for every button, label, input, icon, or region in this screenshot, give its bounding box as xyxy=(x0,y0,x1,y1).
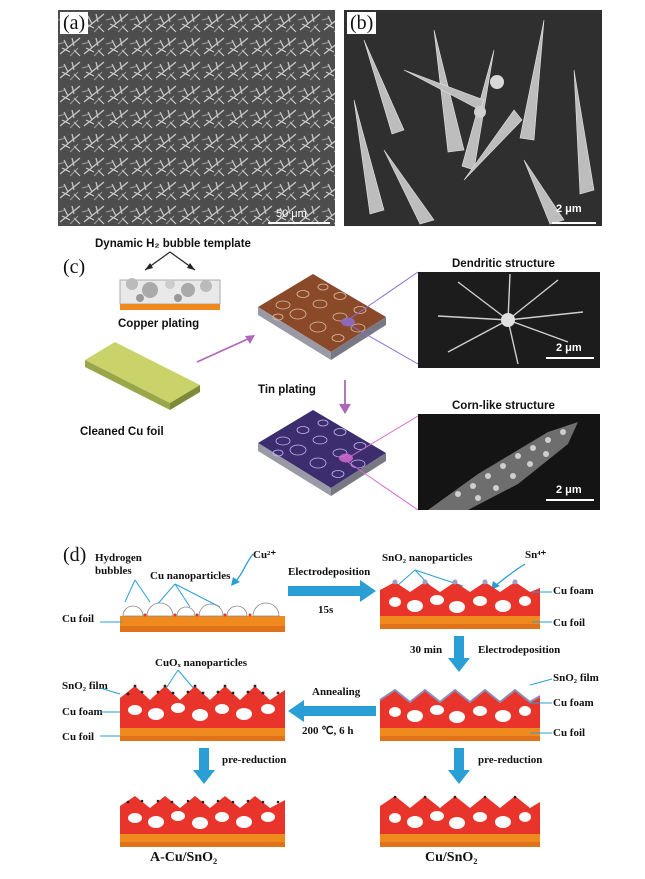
prereduction-label-right: pre-reduction xyxy=(478,754,543,766)
stage1-diagram xyxy=(120,553,285,632)
electrodeposition-label-1: Electrodeposition xyxy=(288,566,371,578)
copper-plating-label: Copper plating xyxy=(118,318,200,330)
stage4-diagram xyxy=(120,669,285,741)
hydrogen-label-2: bubbles xyxy=(95,565,132,577)
final-left-title: A-Cu/SnO₂ xyxy=(150,850,218,865)
arrow-to-copper xyxy=(196,335,255,363)
hydrogen-label-1: Hydrogen xyxy=(95,552,142,564)
arrow-prereduction-right xyxy=(448,748,470,784)
prereduction-label-left: pre-reduction xyxy=(222,754,287,766)
time-30min: 30 min xyxy=(410,644,443,656)
panel-label-b: (b) xyxy=(347,12,377,34)
time-15s: 15s xyxy=(318,604,334,616)
cu-nanoparticles-label: Cu nanoparticles xyxy=(150,570,231,582)
panel-label-d: (d) xyxy=(60,544,90,566)
scale-label-b: 2 μm xyxy=(556,203,582,215)
final-right-title: Cu/SnO₂ xyxy=(425,850,478,865)
panel-label-a: (a) xyxy=(60,12,89,34)
dendritic-title: Dendritic structure xyxy=(452,258,555,270)
stage3-diagram xyxy=(379,688,541,741)
sno2-film-label-l: SnO₂ film xyxy=(62,680,108,692)
sno2-nano-label: SnO₂ nanoparticles xyxy=(382,552,473,564)
cu-foil-label-left-top: Cu foil xyxy=(62,613,95,625)
bubble-template-diagram xyxy=(119,251,221,310)
cornlike-texture xyxy=(428,422,594,510)
scale-dendritic: 2 μm xyxy=(556,342,582,354)
final-left-diagram xyxy=(120,796,285,847)
leader-lines-r1 xyxy=(532,591,552,623)
zoom-lines-top xyxy=(347,271,419,365)
scale-cornlike: 2 μm xyxy=(556,484,582,496)
leader-line-cufoil-1 xyxy=(100,621,122,623)
cu-foil-label-r1: Cu foil xyxy=(553,617,586,629)
tin-plating-arrow xyxy=(339,380,351,414)
stage2-diagram xyxy=(380,563,540,629)
final-right-diagram xyxy=(380,795,540,847)
scale-label-a: 50 μm xyxy=(276,208,307,220)
dendrite-texture-a xyxy=(58,10,335,226)
sem-image-b: 2 μm xyxy=(344,10,602,226)
sem-image-a: 50 μm xyxy=(58,10,335,226)
cu-foil-label-r2: Cu foil xyxy=(553,727,586,739)
cu2plus-label: Cu²⁺ xyxy=(253,549,277,561)
annealing-label: Annealing xyxy=(312,686,361,698)
electrodeposition-label-2: Electrodeposition xyxy=(478,644,561,656)
sn4plus-label: Sn⁴⁺ xyxy=(525,549,547,561)
cleaned-foil-label: Cleaned Cu foil xyxy=(80,426,164,438)
cuox-nano-label: CuOₓ nanoparticles xyxy=(155,657,248,669)
cu-foam-label-r1: Cu foam xyxy=(553,585,594,597)
annealing-conditions: 200 ℃, 6 h xyxy=(302,725,354,737)
dendritic-texture xyxy=(437,273,594,365)
zoom-lines-bottom xyxy=(347,415,419,511)
sem-dendritic: 2 μm xyxy=(418,272,600,368)
tin-coated-foil xyxy=(258,410,386,496)
arrow-electrodeposition-1 xyxy=(288,580,376,602)
tin-plating-label: Tin plating xyxy=(258,384,316,396)
cu-foil-label-l: Cu foil xyxy=(62,731,95,743)
template-title: Dynamic H₂ bubble template xyxy=(95,238,251,250)
arrow-prereduction-left xyxy=(193,748,215,784)
leader-lines-r2 xyxy=(530,678,553,734)
cleaned-foil-diagram xyxy=(85,342,200,410)
cu-foam-label-r2: Cu foam xyxy=(553,697,594,709)
copper-coated-foil xyxy=(258,274,386,360)
cu-foam-label-l: Cu foam xyxy=(62,706,103,718)
leader-lines-l xyxy=(100,687,121,737)
sno2-film-label-r2: SnO₂ film xyxy=(553,672,599,684)
cornlike-title: Corn-like structure xyxy=(452,400,555,412)
arrow-annealing xyxy=(288,700,376,722)
needle-texture-b xyxy=(344,10,602,226)
sem-cornlike: 2 μm xyxy=(418,414,600,510)
arrow-electrodeposition-2 xyxy=(448,636,470,672)
panel-label-c: (c) xyxy=(60,256,89,278)
